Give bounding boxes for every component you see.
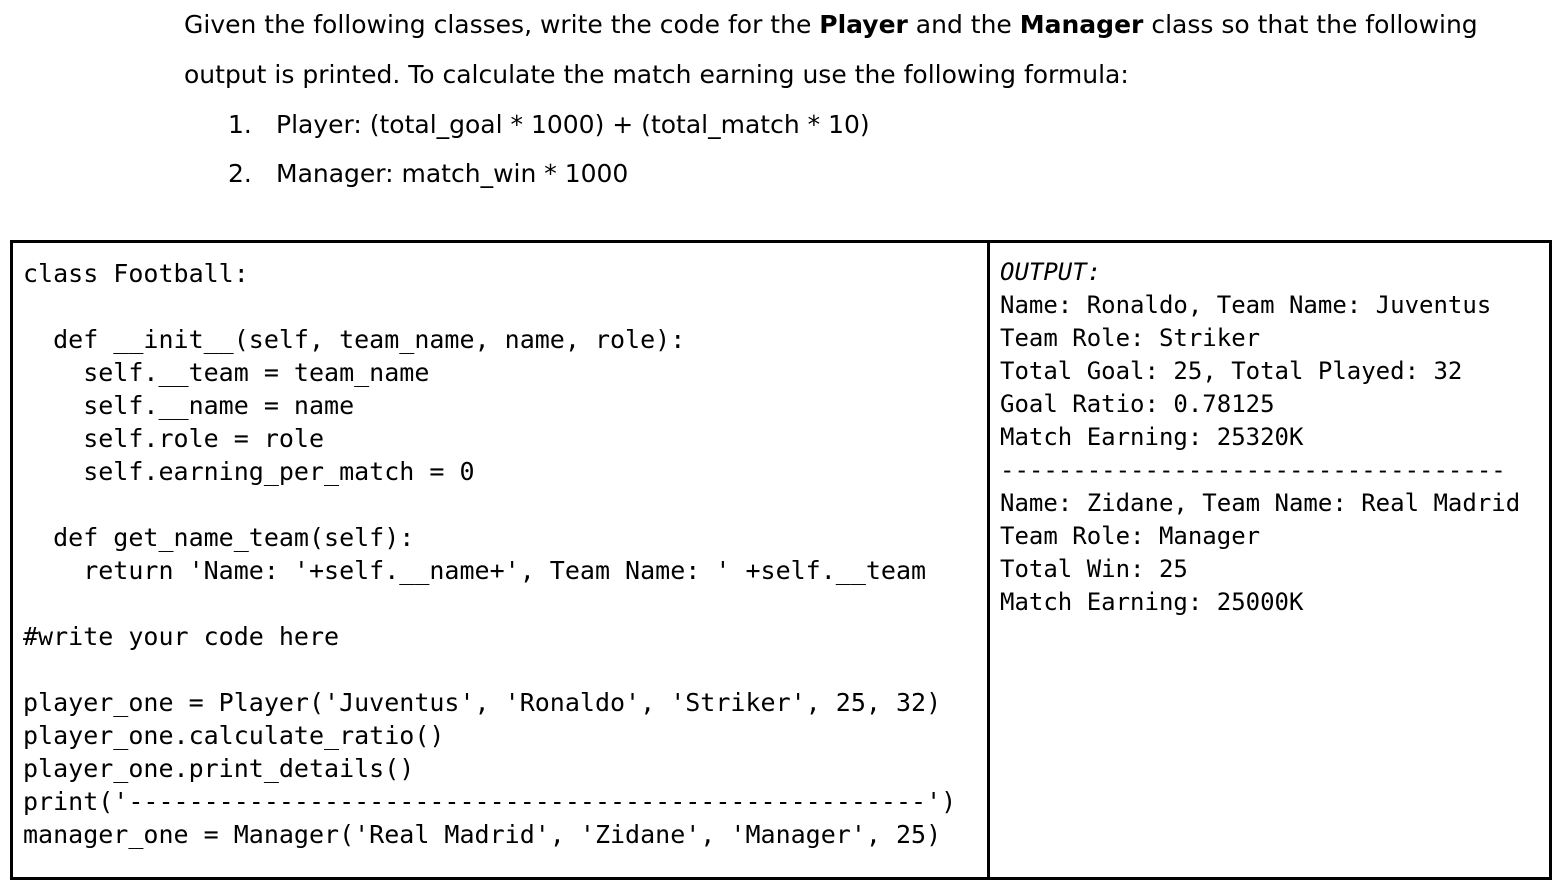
code-line bbox=[23, 488, 987, 521]
code-line: manager_one = Manager('Real Madrid', 'Zi… bbox=[23, 820, 942, 849]
code-line: self.role = role bbox=[23, 424, 325, 453]
output-line: Total Win: 25 bbox=[1000, 555, 1188, 583]
code-line: print('---------------------------------… bbox=[23, 787, 957, 816]
code-line: def __init__(self, team_name, name, role… bbox=[23, 325, 686, 354]
code-line: self.__name = name bbox=[23, 391, 355, 420]
code-line: player_one.calculate_ratio() bbox=[23, 721, 445, 750]
output-line: Total Goal: 25, Total Played: 32 bbox=[1000, 357, 1463, 385]
output-line: Team Role: Manager bbox=[1000, 522, 1261, 550]
prompt-emphasis: Player bbox=[819, 10, 908, 39]
output-separator-line: ----------------------------------- bbox=[1000, 456, 1506, 484]
output-line: Team Role: Striker bbox=[1000, 324, 1261, 352]
prompt-emphasis: Manager bbox=[1019, 10, 1144, 39]
prompt-text-run: class so that the following output is pr… bbox=[184, 10, 1478, 89]
code-line bbox=[23, 587, 987, 620]
code-line: player_one = Player('Juventus', 'Ronaldo… bbox=[23, 688, 942, 717]
formula-number: 2. bbox=[228, 159, 252, 188]
output-panel: OUTPUT: Name: Ronaldo, Team Name: Juvent… bbox=[990, 243, 1549, 877]
prompt-text-run: and the bbox=[907, 10, 1020, 39]
code-line: def get_name_team(self): bbox=[23, 523, 415, 552]
output-line: Name: Ronaldo, Team Name: Juventus bbox=[1000, 291, 1492, 319]
code-line: self.__team = team_name bbox=[23, 358, 430, 387]
output-line: Goal Ratio: 0.78125 bbox=[1000, 390, 1275, 418]
formula-list-item: 2. Manager: match_win * 1000 bbox=[0, 149, 1558, 198]
formula-list-item: 1. Player: (total_goal * 1000) + (total_… bbox=[0, 100, 1558, 149]
code-output-table: class Football: def __init__(self, team_… bbox=[10, 240, 1552, 880]
formula-text: Player: (total_goal * 1000) + (total_mat… bbox=[276, 110, 870, 139]
output-line: Match Earning: 25320K bbox=[1000, 423, 1304, 451]
formula-number: 1. bbox=[228, 110, 252, 139]
output-line: Name: Zidane, Team Name: Real Madrid bbox=[1000, 489, 1521, 517]
output-line: Match Earning: 25000K bbox=[1000, 588, 1304, 616]
formula-list: 1. Player: (total_goal * 1000) + (total_… bbox=[0, 100, 1558, 198]
code-line bbox=[23, 290, 987, 323]
formula-text: Manager: match_win * 1000 bbox=[276, 159, 629, 188]
code-line bbox=[23, 653, 987, 686]
output-header: OUTPUT: bbox=[1000, 258, 1102, 286]
code-line: self.earning_per_match = 0 bbox=[23, 457, 475, 486]
code-line: #write your code here bbox=[23, 622, 340, 651]
code-line: return 'Name: '+self.__name+', Team Name… bbox=[23, 556, 927, 585]
code-panel: class Football: def __init__(self, team_… bbox=[13, 243, 990, 877]
prompt-text-run: Given the following classes, write the c… bbox=[184, 10, 820, 39]
code-line: class Football: bbox=[23, 259, 249, 288]
prompt-paragraph: Given the following classes, write the c… bbox=[0, 0, 1558, 100]
question-prompt: Given the following classes, write the c… bbox=[0, 0, 1558, 198]
code-line: player_one.print_details() bbox=[23, 754, 415, 783]
